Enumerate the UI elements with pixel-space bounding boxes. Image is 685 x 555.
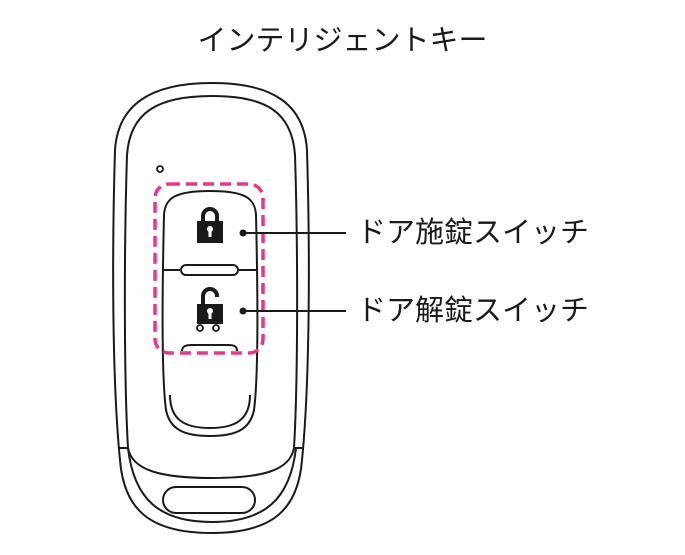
- button-panel-inner: [169, 394, 251, 430]
- lower-button-arc: [181, 344, 238, 352]
- unlock-icon: [196, 287, 223, 332]
- button-panel: [161, 189, 259, 438]
- diagram-title: インテリジェントキー: [197, 23, 488, 57]
- lock-icon: [197, 207, 223, 243]
- callout-lock: [239, 229, 346, 237]
- highlight-dashed-box: [153, 182, 265, 355]
- callout-unlock: [239, 307, 346, 315]
- unlock-switch-label: ドア解錠スイッチ: [357, 293, 590, 327]
- lock-switch-label: ドア施錠スイッチ: [357, 215, 590, 249]
- key-lower-edge: [127, 447, 297, 524]
- key-outer-shell: [112, 81, 310, 535]
- key-ring-slot: [162, 486, 256, 514]
- key-inner-body: [123, 94, 299, 480]
- indicator-light: [156, 165, 164, 173]
- button-divider-pill: [180, 264, 239, 276]
